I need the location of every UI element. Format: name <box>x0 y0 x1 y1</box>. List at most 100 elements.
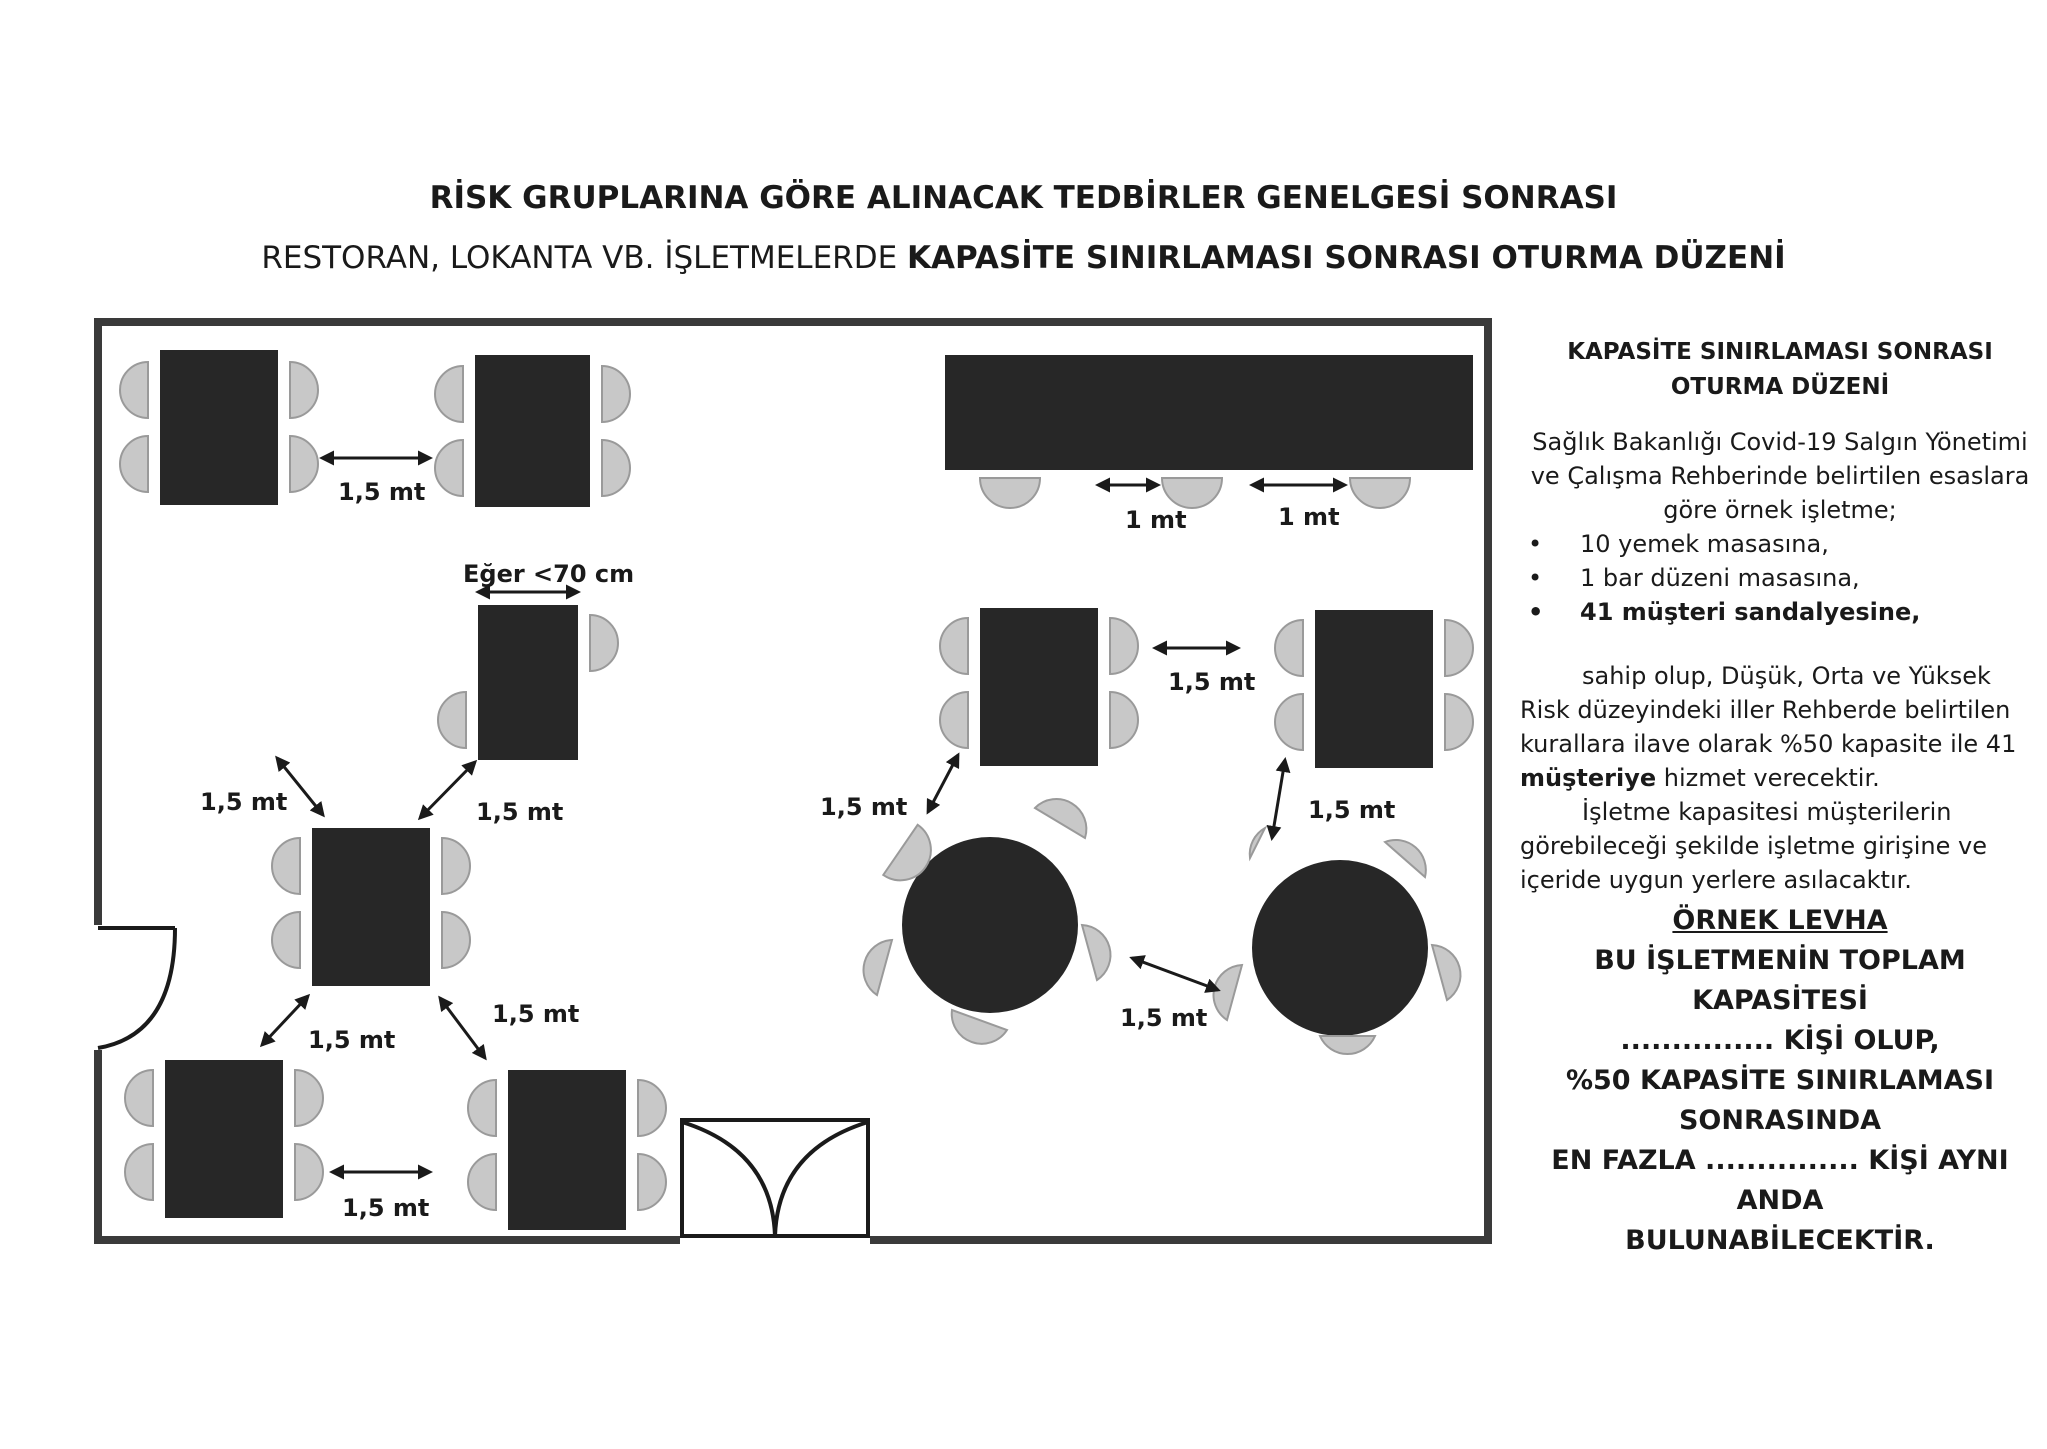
panel-paragraph-1: sahip olup, Düşük, Orta ve Yüksek Risk d… <box>1520 659 2040 795</box>
narrow-table-note: Eğer <70 cm <box>463 560 634 588</box>
table-right-1 <box>980 608 1098 766</box>
chair <box>271 836 301 896</box>
bottom-door-swing-right <box>773 1120 869 1237</box>
subtitle-lead: RESTORAN, LOKANTA VB. İŞLETMELERDE <box>261 240 898 276</box>
sign-line: %50 KAPASİTE SINIRLAMASI <box>1565 1065 1995 1096</box>
chair <box>1383 839 1427 879</box>
chair <box>119 434 149 494</box>
arrow <box>1266 757 1291 841</box>
chair <box>294 1142 324 1202</box>
subtitle: RESTORAN, LOKANTA VB. İŞLETMELERDE KAPAS… <box>0 240 2047 276</box>
arrow <box>1129 955 1221 993</box>
bar-stool <box>978 477 1042 509</box>
sample-sign: ÖRNEK LEVHA BU İŞLETMENİN TOPLAM KAPASİT… <box>1520 901 2040 1261</box>
chair <box>939 616 969 676</box>
distance-label: 1,5 mt <box>200 788 287 816</box>
bar-stools <box>978 477 1412 509</box>
chair <box>1212 963 1244 1022</box>
distance-label: 1 mt <box>1125 506 1187 534</box>
chair <box>467 1152 497 1212</box>
sign-line: ............... KİŞİ OLUP, <box>1620 1025 1940 1056</box>
panel-heading: KAPASİTE SINIRLAMASI SONRASI OTURMA DÜZE… <box>1520 335 2040 405</box>
chair <box>289 434 319 494</box>
chair <box>467 1078 497 1138</box>
chair <box>1109 616 1139 676</box>
chair <box>289 360 319 420</box>
panel-intro: Sağlık Bakanlığı Covid-19 Salgın Yönetim… <box>1530 428 2030 524</box>
chair <box>1109 690 1139 750</box>
list-item: 10 yemek masasına, <box>1520 527 2040 561</box>
chair <box>1274 618 1304 678</box>
distance-label: 1 mt <box>1278 503 1340 531</box>
chair <box>1080 923 1112 982</box>
bar-stool <box>1160 477 1224 509</box>
table-top-left-2 <box>475 355 590 507</box>
panel-heading-line1: KAPASİTE SINIRLAMASI SONRASI <box>1567 339 1993 365</box>
left-door-swing <box>97 927 177 1050</box>
chair <box>950 1008 1009 1045</box>
paragraph-text: sahip olup, Düşük, Orta ve Yüksek Risk d… <box>1520 662 2017 758</box>
table-narrow <box>478 605 578 760</box>
chair <box>124 1068 154 1128</box>
chair <box>434 438 464 498</box>
bottom-door-swing-left <box>681 1120 777 1237</box>
left-door-gap <box>90 925 106 1050</box>
arrow <box>926 752 960 815</box>
arrow <box>275 755 325 818</box>
chair <box>434 364 464 424</box>
chair <box>601 438 631 498</box>
chair <box>637 1078 667 1138</box>
chair <box>1318 1035 1377 1056</box>
panel-heading-line2: OTURMA DÜZENİ <box>1670 374 1890 400</box>
chair <box>1033 798 1088 840</box>
chair <box>881 823 932 882</box>
sign-line: EN FAZLA ............... KİŞİ AYNI ANDA <box>1551 1145 2009 1216</box>
table-top-left-1 <box>160 350 278 505</box>
chair <box>589 613 619 673</box>
arrow <box>438 995 487 1061</box>
subtitle-strong: KAPASİTE SINIRLAMASI SONRASI OTURMA DÜZE… <box>907 240 1786 276</box>
round-table-2 <box>1252 860 1428 1036</box>
chair <box>1444 618 1474 678</box>
distance-label: 1,5 mt <box>338 478 425 506</box>
table-bottom-left-2 <box>508 1070 626 1230</box>
sign-line: SONRASINDA <box>1678 1105 1882 1136</box>
panel-paragraph-2: İşletme kapasitesi müşterilerin görebile… <box>1520 798 1987 894</box>
chair <box>119 360 149 420</box>
bar-counter <box>945 355 1473 470</box>
chair <box>1444 692 1474 752</box>
arrow <box>417 759 478 821</box>
distance-label: 1,5 mt <box>342 1194 429 1222</box>
info-panel: KAPASİTE SINIRLAMASI SONRASI OTURMA DÜZE… <box>1520 335 2040 1261</box>
distance-label: 1,5 mt <box>1120 1004 1207 1032</box>
chair <box>294 1068 324 1128</box>
chair <box>271 910 301 970</box>
chair <box>1274 692 1304 752</box>
chairs <box>119 360 1474 1212</box>
sign-line: BU İŞLETMENİN TOPLAM <box>1594 945 1966 976</box>
bar-stool <box>1348 477 1412 509</box>
sign-title: ÖRNEK LEVHA <box>1672 905 1888 936</box>
arrow <box>259 993 311 1048</box>
paragraph-end: hizmet verecektir. <box>1663 764 1880 792</box>
round-table-1 <box>902 837 1078 1013</box>
chair <box>1248 825 1268 862</box>
main-title: RİSK GRUPLARINA GÖRE ALINACAK TEDBİRLER … <box>429 180 1618 216</box>
chair <box>1430 943 1462 1002</box>
distance-label: 1,5 mt <box>308 1026 395 1054</box>
chair <box>441 910 471 970</box>
distance-label: 1,5 mt <box>476 798 563 826</box>
distance-label: 1,5 mt <box>1308 796 1395 824</box>
chair <box>862 938 894 997</box>
chair <box>441 836 471 896</box>
chair <box>939 690 969 750</box>
list-item: 1 bar düzeni masasına, <box>1520 561 2040 595</box>
chair <box>124 1142 154 1202</box>
distance-label: 1,5 mt <box>1168 668 1255 696</box>
distance-label: 1,5 mt <box>820 793 907 821</box>
spacer <box>1520 629 2040 659</box>
table-bottom-left-1 <box>165 1060 283 1218</box>
list-item: 41 müşteri sandalyesine, <box>1520 595 2040 629</box>
chair <box>437 690 467 750</box>
